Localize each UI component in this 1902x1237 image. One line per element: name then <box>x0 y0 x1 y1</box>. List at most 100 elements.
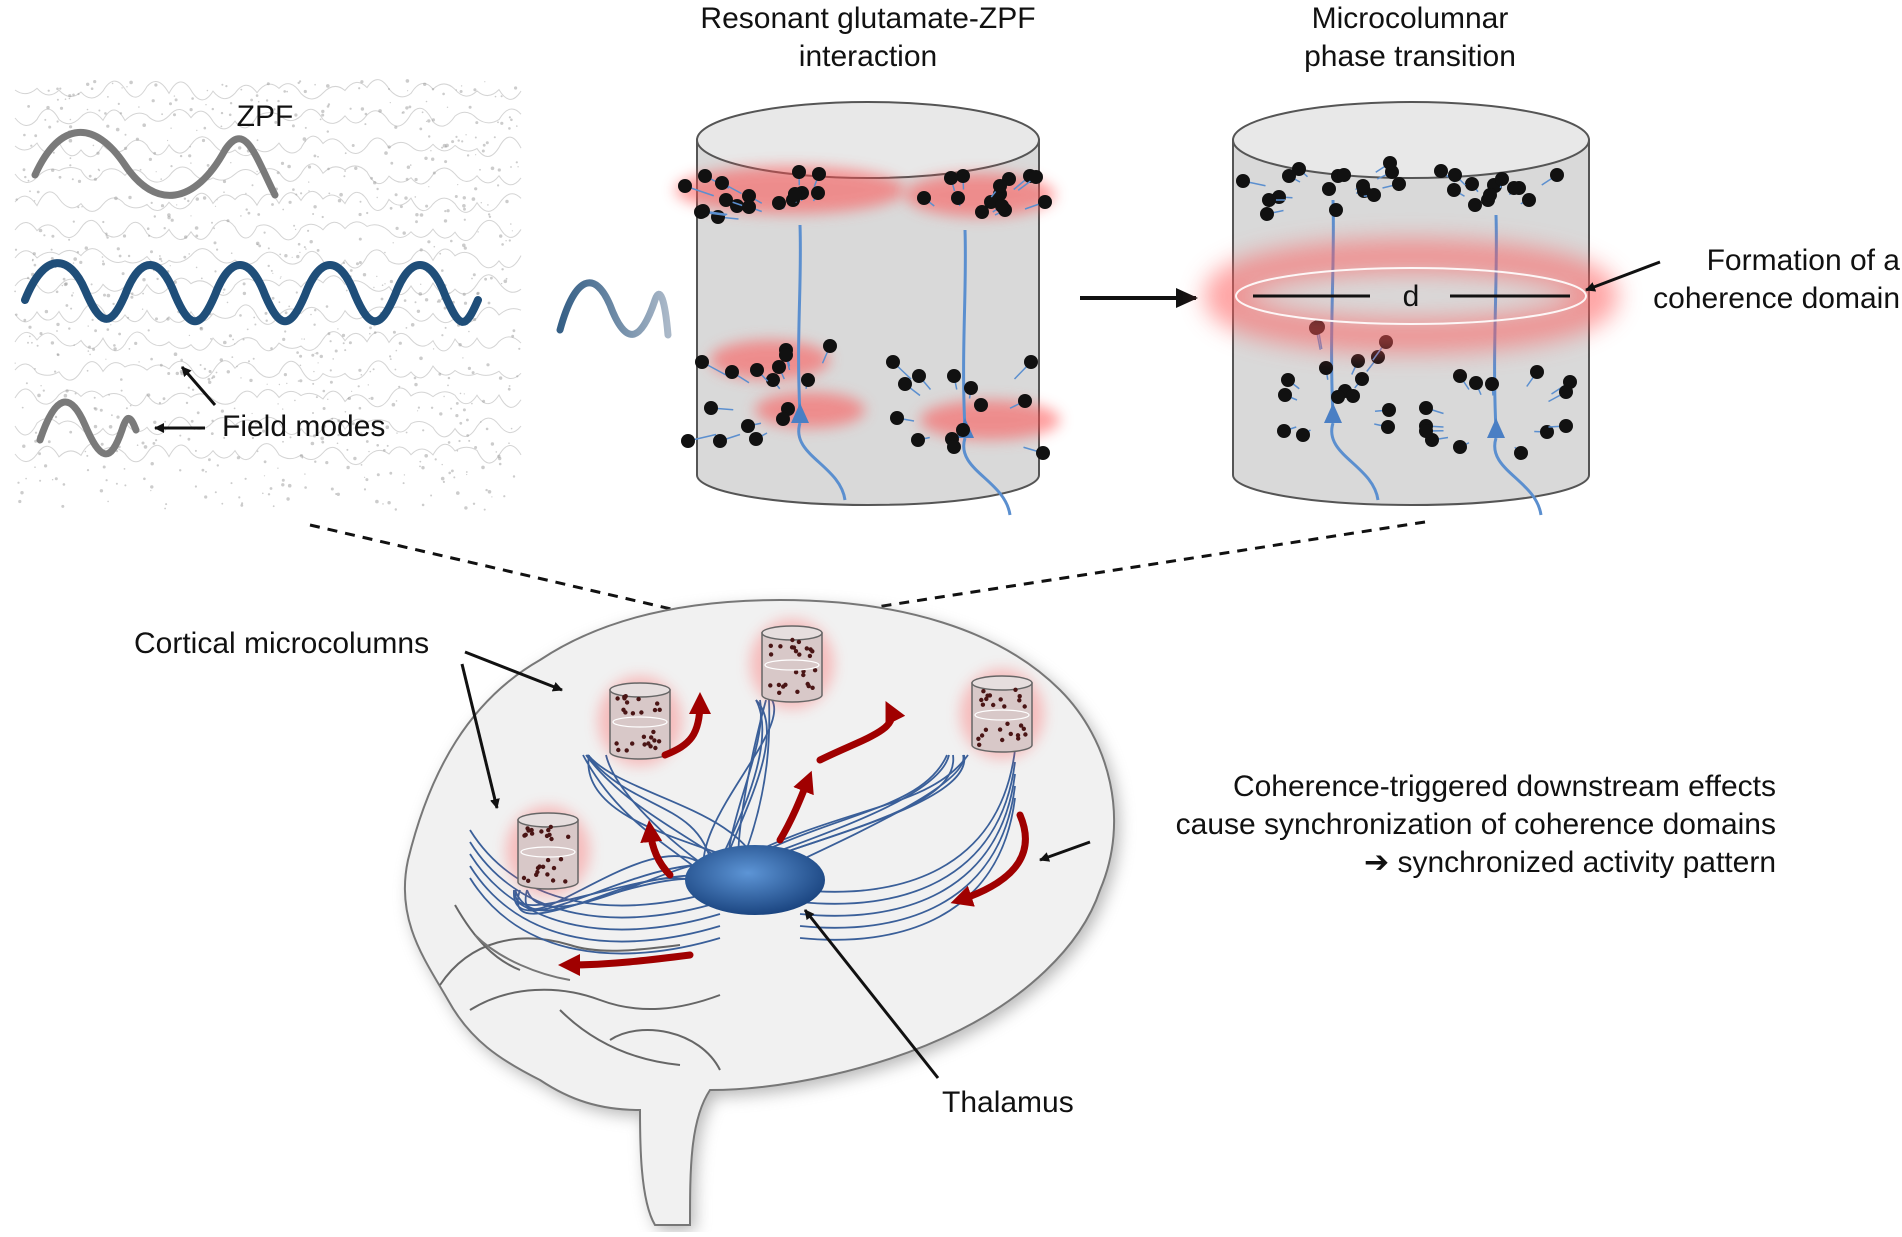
noise-speck <box>320 355 323 358</box>
noise-speck <box>337 328 338 329</box>
noise-speck <box>129 348 131 350</box>
mini-column-dot <box>810 686 814 690</box>
noise-speck <box>414 377 417 380</box>
noise-speck <box>491 496 492 497</box>
mini-column-dot <box>976 737 980 741</box>
noise-speck <box>176 204 177 205</box>
noise-speck <box>508 442 510 444</box>
noise-speck <box>428 135 430 137</box>
noise-speck <box>376 188 378 190</box>
noise-speck <box>438 373 441 376</box>
noise-speck <box>189 146 191 148</box>
noise-speck <box>321 110 324 113</box>
glutamate-dot <box>1381 420 1395 434</box>
noise-speck <box>505 200 508 203</box>
noise-speck <box>425 205 428 208</box>
glutamate-dot <box>975 205 989 219</box>
noise-speck <box>73 262 74 263</box>
glutamate-dot <box>1419 401 1433 415</box>
noise-speck <box>395 508 397 510</box>
noise-speck <box>344 170 346 172</box>
noise-speck <box>232 339 234 341</box>
noise-speck <box>314 155 317 158</box>
glutamate-dot <box>695 355 709 369</box>
noise-speck <box>450 408 452 410</box>
noise-speck <box>431 158 434 161</box>
glutamate-dot <box>1483 188 1497 202</box>
noise-speck <box>200 364 202 366</box>
noise-speck <box>264 460 267 463</box>
glutamate-dot <box>1018 394 1032 408</box>
noise-speck <box>257 450 259 452</box>
noise-speck <box>467 154 469 156</box>
noise-speck <box>142 123 146 127</box>
noise-speck <box>288 484 292 488</box>
glutamate-dot <box>750 363 764 377</box>
noise-speck <box>220 358 223 361</box>
noise-speck <box>43 390 45 392</box>
glutamate-dot <box>801 373 815 387</box>
noise-speck <box>20 491 23 494</box>
noise-speck <box>473 273 476 276</box>
glutamate-dot <box>1029 170 1043 184</box>
noise-speck <box>43 234 45 236</box>
noise-speck <box>151 462 154 465</box>
noise-speck <box>296 255 299 258</box>
noise-speck <box>28 180 30 182</box>
noise-speck <box>432 118 435 121</box>
noise-speck <box>86 455 88 457</box>
noise-speck <box>501 95 503 97</box>
noise-speck <box>40 385 41 386</box>
noise-speck <box>518 348 520 350</box>
glutamate-glow <box>920 400 1060 440</box>
noise-speck <box>312 383 314 385</box>
noise-speck <box>237 456 240 459</box>
noise-speck <box>466 419 469 422</box>
mini-column-dot <box>998 727 1002 731</box>
noise-speck <box>211 222 213 224</box>
noise-speck <box>57 99 59 101</box>
mini-column-dot <box>652 738 656 742</box>
mini-column-top <box>518 813 578 827</box>
noise-speck <box>240 215 242 217</box>
noise-speck <box>394 126 397 129</box>
noise-speck <box>159 255 161 257</box>
noise-speck <box>499 234 502 237</box>
noise-speck <box>258 245 261 248</box>
glutamate-dot <box>823 339 837 353</box>
noise-speck <box>481 466 485 470</box>
glutamate-dot <box>1419 424 1433 438</box>
noise-speck <box>155 317 158 320</box>
noise-speck <box>443 144 447 148</box>
noise-speck <box>264 475 265 476</box>
noise-speck <box>256 171 257 172</box>
glutamate-dot <box>1281 373 1295 387</box>
noise-speck <box>130 296 133 299</box>
noise-speck <box>35 432 37 434</box>
noise-speck <box>109 425 113 429</box>
noise-speck <box>107 328 110 331</box>
noise-speck <box>305 248 307 250</box>
noise-speck <box>308 181 309 182</box>
noise-speck <box>217 464 219 466</box>
noise-speck <box>304 473 305 474</box>
noise-speck <box>396 400 398 402</box>
noise-speck <box>69 125 72 128</box>
noise-speck <box>370 371 372 373</box>
noise-speck <box>442 464 443 465</box>
glutamate-dot <box>1559 419 1573 433</box>
noise-speck <box>66 389 69 392</box>
noise-speck <box>287 165 291 169</box>
noise-speck <box>216 249 218 251</box>
noise-speck <box>32 259 34 261</box>
mini-column-dot <box>808 654 812 658</box>
glutamate-dot <box>1507 181 1521 195</box>
noise-speck <box>382 503 384 505</box>
noise-speck <box>468 367 471 370</box>
noise-speck <box>497 184 499 186</box>
mini-column-dot <box>615 696 619 700</box>
noise-speck <box>73 221 75 223</box>
noise-speck <box>87 469 89 471</box>
glutamate-dot <box>1392 177 1406 191</box>
noise-speck <box>389 355 391 357</box>
